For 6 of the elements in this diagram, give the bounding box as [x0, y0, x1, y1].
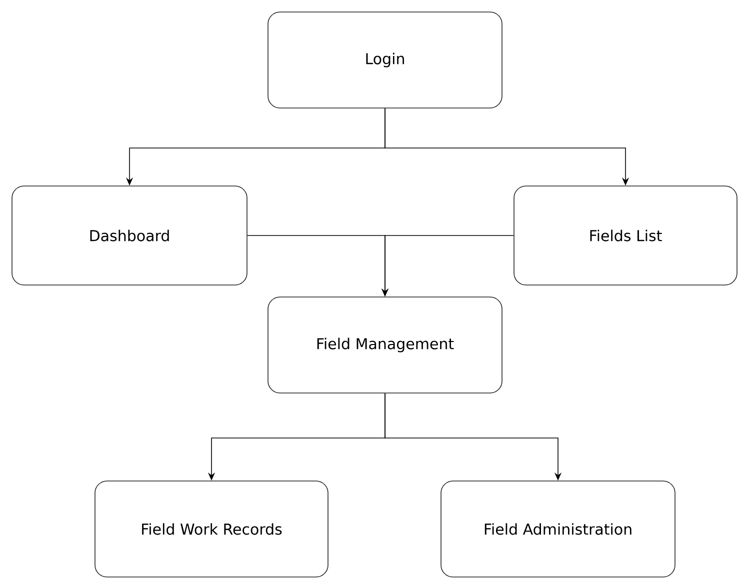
- process-box: Login: [268, 12, 502, 108]
- process-box: Fields List: [514, 186, 738, 286]
- process-box: Dashboard: [12, 186, 248, 286]
- process-box: Field Management: [268, 296, 502, 394]
- process-box: Field Administration: [440, 480, 676, 578]
- process-box: Field Work Records: [94, 480, 328, 578]
